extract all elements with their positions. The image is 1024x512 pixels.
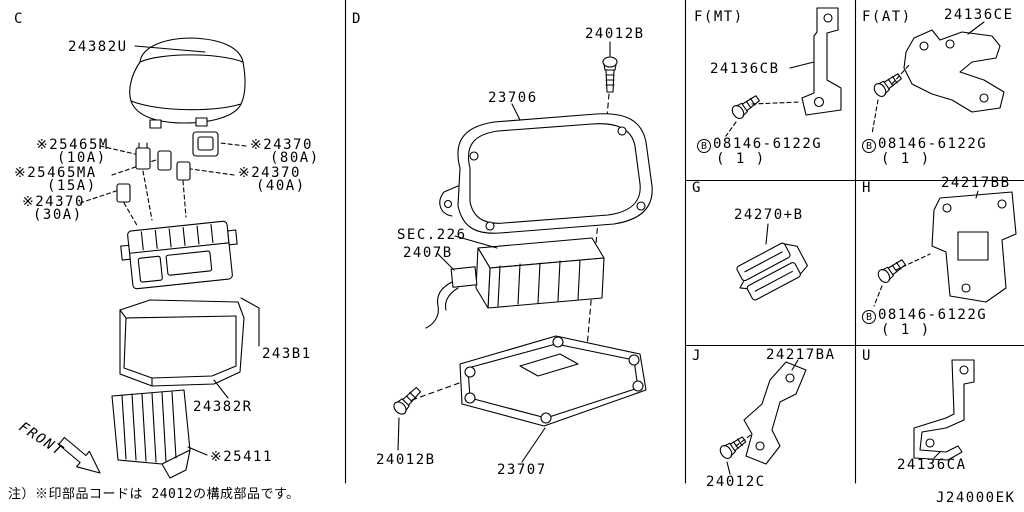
bolt-number-fat: 08146-6122G	[878, 136, 988, 152]
fuse-block-drawing	[120, 220, 238, 290]
part-label-mounting-bracket: 23707	[497, 462, 547, 478]
bolt-qty-fmt: ( 1 )	[716, 151, 766, 167]
part-label-control-unit: 2407B	[403, 245, 453, 261]
part-label-ecu-cover: 23706	[488, 90, 538, 106]
clamp-24270b-drawing	[736, 223, 808, 301]
bolt-number-fmt: 08146-6122G	[713, 136, 823, 152]
drawing-code: J24000EK	[936, 490, 1016, 506]
part-label-protector: ※25411	[210, 449, 273, 465]
part-label-fuse-10a-rating: (10A)	[57, 150, 107, 166]
part-label-fuse-40a-rating: (40A)	[256, 178, 306, 194]
c-label-leader-lines	[187, 297, 260, 456]
screw-fat-drawing	[871, 63, 911, 135]
sec-reference-label: SEC.226	[397, 227, 467, 243]
part-label-bolt-bottom: 24012B	[376, 452, 436, 468]
part-label-bolt-top: 24012B	[585, 26, 645, 42]
section-label-h: H	[862, 180, 872, 196]
section-label-f-at: F(AT)	[862, 9, 912, 25]
bolt-bottom-alignment-line	[411, 381, 463, 401]
section-label-d: D	[352, 11, 362, 27]
screw-fmt-drawing	[725, 95, 801, 137]
part-label-bracket-24136ce: 24136CE	[944, 7, 1014, 23]
part-label-fuse-80a-rating: (80A)	[270, 150, 320, 166]
protector-panel-drawing	[111, 389, 191, 479]
part-label-fuse-80a: ※24370	[250, 137, 313, 153]
part-label-bracket-24217ba: 24217BA	[766, 347, 836, 363]
fusebox-upper-cover-drawing	[129, 37, 246, 129]
circle-b-marker: B	[862, 310, 876, 324]
panel-divider-lines	[344, 0, 1024, 484]
part-label-bracket-24217bb: 24217BB	[941, 175, 1011, 191]
mounting-bracket-drawing	[459, 335, 647, 463]
part-label-bracket-24136ca: 24136CA	[897, 457, 967, 473]
fuse-drawings	[116, 131, 219, 203]
section-label-c: C	[14, 11, 24, 27]
bolt-qty-fat: ( 1 )	[881, 151, 931, 167]
screw-h-drawing	[873, 253, 931, 307]
part-label-upper-cover: 24382U	[68, 39, 128, 55]
bolt-number-h: 08146-6122G	[878, 307, 988, 323]
section-label-j: J	[692, 348, 702, 364]
bracket-24136cb-drawing	[789, 7, 842, 116]
bolt-24012b-bottom-drawing	[393, 386, 422, 451]
section-label-f-mt: F(MT)	[694, 9, 744, 25]
footer-note: 注）※印部品コードは 24012の構成部品です。	[8, 487, 300, 502]
section-label-g: G	[692, 180, 702, 196]
part-label-fuse-15a: ※25465MA	[14, 165, 97, 181]
circle-b-marker: B	[862, 139, 876, 153]
part-label-lower-cover: 24382R	[193, 399, 253, 415]
bolt-qty-h: ( 1 )	[881, 322, 931, 338]
part-label-fuse-40a: ※24370	[238, 165, 301, 181]
bolt-24012b-top-drawing	[602, 41, 618, 93]
lower-cover-drawing	[119, 299, 245, 387]
part-label-fuse-15a-rating: (15A)	[47, 178, 97, 194]
part-label-bracket-24136cb: 24136CB	[710, 61, 780, 77]
part-label-fuse-block: 243B1	[262, 346, 312, 362]
bracket-24136ca-drawing	[913, 359, 975, 461]
part-label-fuse-30a-rating: (30A)	[33, 207, 83, 223]
control-module-drawing	[425, 235, 605, 329]
part-label-bolt-24012c: 24012C	[706, 474, 766, 490]
screw-j-drawing	[719, 433, 753, 475]
bracket-24217bb-drawing	[931, 190, 1017, 303]
circle-b-marker: B	[697, 139, 711, 153]
part-label-clamp-24270b: 24270+B	[734, 207, 804, 223]
bracket-24136ce-drawing	[903, 21, 1005, 113]
bracket-24217ba-drawing	[743, 359, 807, 465]
part-label-fuse-10a: ※25465M	[36, 137, 109, 153]
front-direction-arrow	[58, 436, 101, 474]
ecu-cover-drawing	[439, 103, 653, 234]
part-label-fuse-30a: ※24370	[22, 194, 85, 210]
section-label-u: U	[862, 348, 872, 364]
